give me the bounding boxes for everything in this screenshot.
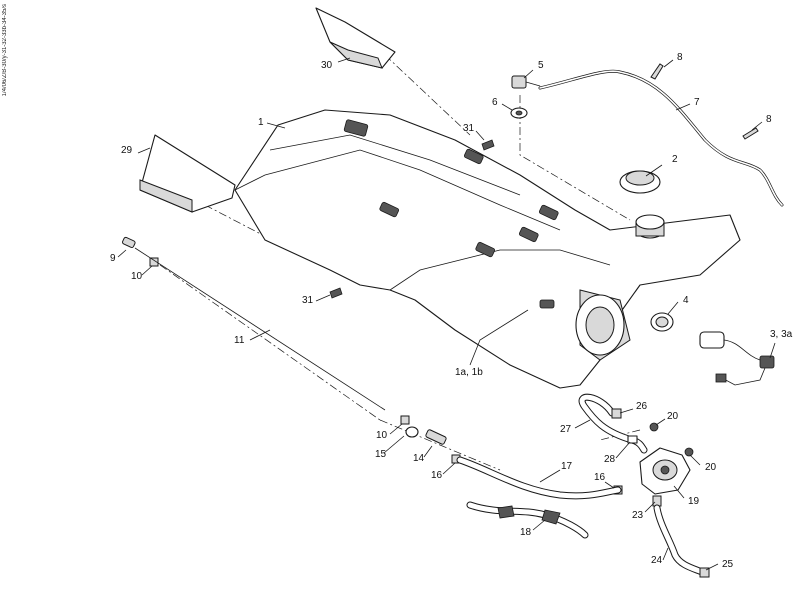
leader-line xyxy=(662,547,669,561)
hose-part-24 xyxy=(653,504,706,576)
label-part-23: 23 xyxy=(632,510,644,521)
leader-line xyxy=(751,121,763,131)
fuel-tank-part-1 xyxy=(234,109,741,389)
connector-part-15 xyxy=(405,426,419,438)
label-part-30: 30 xyxy=(321,60,333,71)
label-part-16-second: 16 xyxy=(594,472,606,483)
label-part-19: 19 xyxy=(688,496,700,507)
leader-line xyxy=(667,301,679,315)
leader-line xyxy=(769,342,776,359)
leader-line xyxy=(249,329,271,341)
leader-line xyxy=(673,485,685,499)
label-part-6: 6 xyxy=(492,97,498,108)
leader-line xyxy=(689,454,701,466)
leader-line xyxy=(574,419,591,429)
label-part-8: 8 xyxy=(677,52,683,63)
label-part-25: 25 xyxy=(722,559,734,570)
label-part-16: 16 xyxy=(431,470,443,481)
leader-line xyxy=(705,563,719,571)
label-part-4: 4 xyxy=(683,295,689,306)
bumper-part-31 xyxy=(329,139,495,299)
leader-line xyxy=(539,469,561,483)
label-part-1a-1b: 1a, 1b xyxy=(455,367,483,378)
leader-line xyxy=(523,69,534,79)
fuel-line-part-11 xyxy=(134,247,386,411)
fuel-hose-part-17 xyxy=(456,456,622,500)
leader-line xyxy=(655,418,666,426)
connector-part-14 xyxy=(425,429,447,445)
label-part-10: 10 xyxy=(131,271,143,282)
label-part-9: 9 xyxy=(110,253,116,264)
fuel-level-sensor-part-3 xyxy=(699,331,775,386)
vent-hose-part-7 xyxy=(538,69,784,207)
label-part-7: 7 xyxy=(694,97,700,108)
leader-line xyxy=(389,423,403,435)
label-part-5: 5 xyxy=(538,60,544,71)
leader-line xyxy=(532,519,546,531)
leader-line xyxy=(315,294,331,302)
gasket-part-4 xyxy=(650,312,674,332)
label-part-24: 24 xyxy=(651,555,663,566)
leader-line xyxy=(423,445,433,458)
label-part-11: 11 xyxy=(234,335,245,346)
label-part-14: 14 xyxy=(413,453,425,464)
drawing-code: 1/4/06/Z/B-30/y-31-32-33b-34-35/s xyxy=(2,4,8,97)
label-part-2: 2 xyxy=(672,154,678,165)
label-part-1: 1 xyxy=(258,117,264,128)
label-part-3-3a: 3, 3a xyxy=(770,329,793,340)
clip-part-8 xyxy=(650,63,759,140)
label-part-15: 15 xyxy=(375,449,387,460)
label-part-26: 26 xyxy=(636,401,648,412)
label-part-31: 31 xyxy=(463,123,475,134)
label-part-28: 28 xyxy=(604,454,616,465)
leader-line xyxy=(475,130,485,141)
label-part-8-second: 8 xyxy=(766,114,772,125)
clamp-part-26 xyxy=(611,408,622,419)
assembly-line xyxy=(379,419,501,471)
label-part-20-second: 20 xyxy=(705,462,717,473)
valve-part-5 xyxy=(511,75,541,89)
assembly-line xyxy=(384,54,471,136)
leader-line xyxy=(469,309,529,366)
hose-part-18 xyxy=(466,501,589,539)
leader-line xyxy=(619,408,634,414)
leader-line xyxy=(604,481,615,489)
leader-line xyxy=(117,249,127,258)
leader-line xyxy=(442,462,456,475)
leader-line xyxy=(675,103,691,111)
filler-cap-part-2 xyxy=(619,170,661,194)
leader-line xyxy=(383,435,405,454)
fuel-pump-part-19 xyxy=(639,447,691,495)
leader-line xyxy=(137,147,151,154)
leader-line xyxy=(645,164,663,177)
deflector-part-30 xyxy=(315,7,396,69)
leader-line xyxy=(663,59,674,68)
leader-line xyxy=(266,122,286,129)
label-part-27: 27 xyxy=(560,424,572,435)
label-part-31-second: 31 xyxy=(302,295,314,306)
grommet-part-6 xyxy=(510,107,528,119)
label-part-18: 18 xyxy=(520,527,532,538)
label-part-20: 20 xyxy=(667,411,679,422)
label-part-17: 17 xyxy=(561,461,573,472)
label-part-29: 29 xyxy=(121,145,133,156)
clamp-part-28 xyxy=(627,435,638,444)
label-part-10-second: 10 xyxy=(376,430,388,441)
clamp-part-25 xyxy=(699,567,710,578)
nut-part-10 xyxy=(149,257,410,425)
leader-line xyxy=(501,103,513,111)
leader-line xyxy=(644,501,656,513)
leader-line xyxy=(337,57,351,63)
fitting-part-9 xyxy=(122,236,136,249)
side-panel-part-29 xyxy=(139,134,236,213)
assembly-line xyxy=(159,264,381,421)
leader-line xyxy=(141,265,153,276)
hose-part-27 xyxy=(578,393,648,454)
leader-line xyxy=(615,441,631,459)
